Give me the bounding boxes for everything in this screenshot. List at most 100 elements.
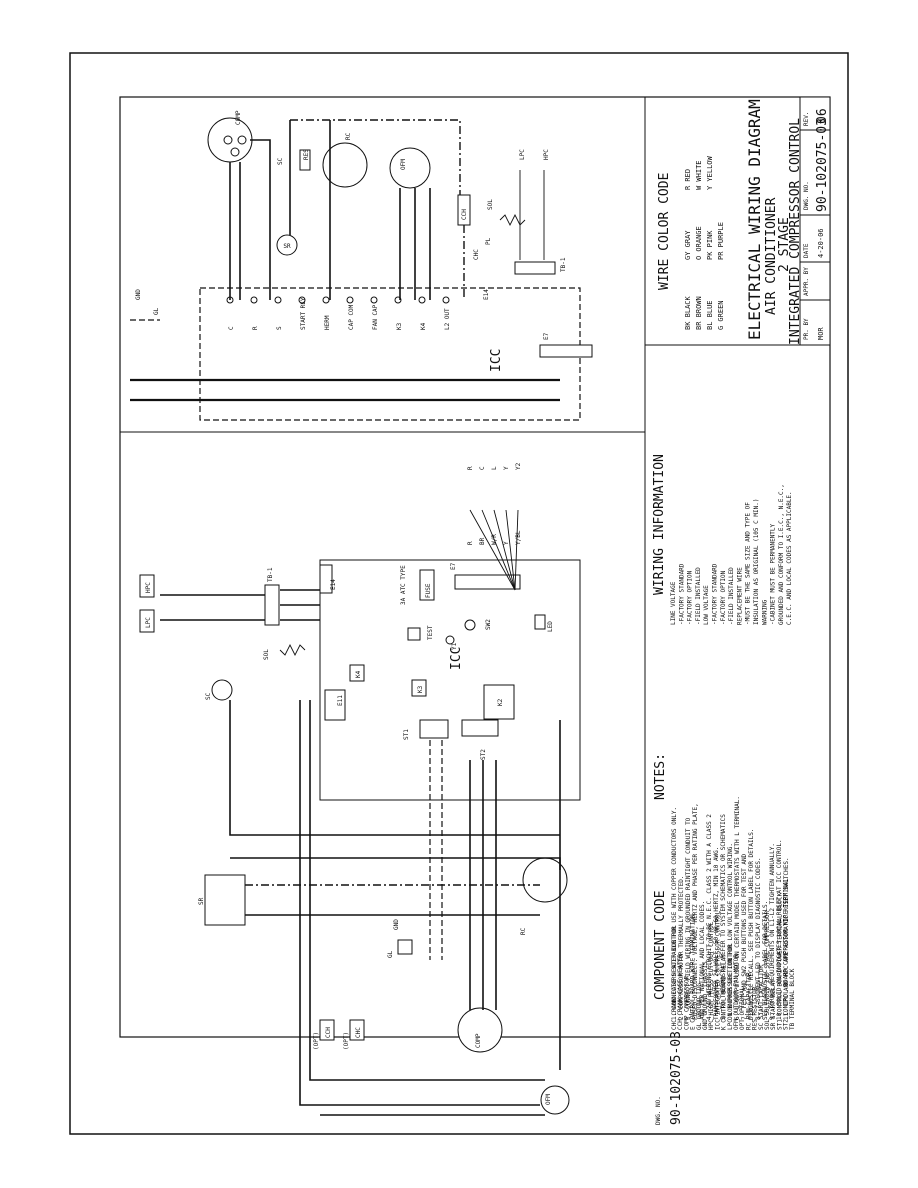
tb1-pictorial xyxy=(264,584,280,626)
wiring-info-line: GROUNDED AND CONFORM TO I.E.C., N.E.C., xyxy=(778,484,785,625)
title-main: ELECTRICAL WIRING DIAGRAM xyxy=(745,99,764,340)
cch-pictorial-label: CCH xyxy=(325,1027,332,1038)
note-line: ON INDOOR SECTION FOR LOW VOLTAGE CONTRO… xyxy=(727,843,734,1020)
k3-label: K3 xyxy=(417,685,424,693)
board-terminal-dot xyxy=(250,296,258,304)
wire-color-entry: BK BLACK xyxy=(684,295,692,330)
sr-symbol xyxy=(276,234,298,256)
ofm-symbol xyxy=(389,147,431,189)
thermostat-term-label: C xyxy=(479,466,486,470)
wiring-info-line: -FACTORY STANDARD xyxy=(712,563,719,625)
wire-bl-ofm xyxy=(299,700,540,1106)
wire-color-code-title: WIRE COLOR CODE xyxy=(657,173,672,290)
thermostat-wire-label: W/R xyxy=(491,534,498,545)
k4-relay xyxy=(349,664,365,682)
sc-pictorial-label: SC xyxy=(205,692,212,700)
board-terminal-label: K4 xyxy=(420,322,427,330)
ofm-label: OFM xyxy=(400,159,407,170)
led-label: LED xyxy=(547,621,554,632)
rev-value: 06 xyxy=(815,108,830,124)
wire-w xyxy=(309,700,545,1081)
prby-label: PR. BY xyxy=(803,318,810,340)
component-entry: ST2 CONTROL BOARD COMPRESSOR WIRE TERMIN… xyxy=(783,878,790,1030)
date-label: DATE xyxy=(803,243,810,258)
note-line: 10. SOLID ON INDICATES LOCAL RESET AT IC… xyxy=(776,839,783,1020)
wiring-info-line: INSULATION AS ORIGINAL (105 C MIN.) xyxy=(753,499,760,625)
thermostat-wire-label: Y xyxy=(503,541,510,545)
prby-value: MOR xyxy=(817,327,825,340)
board-terminal-dot xyxy=(346,296,354,304)
tb1-label: TB-1 xyxy=(560,257,567,272)
note-line: DIAGNOSTIC RECALL. SEE PUSH BUTTON LABEL… xyxy=(748,829,755,1020)
bottom-dwg-label: DWG. NO. xyxy=(655,1096,662,1125)
note-line: 6. L OUTPUT USED ON CERTAIN MODEL THERMO… xyxy=(734,796,741,1020)
k2-relay xyxy=(483,684,515,720)
y1-label: Y1 xyxy=(451,642,458,650)
note-line: 5. TO THERMOSTAT REFER TO SYSTEM SCHEMAT… xyxy=(720,814,727,1020)
wire-color-entry: PR PURPLE xyxy=(717,222,725,260)
wire-color-entry: R RED xyxy=(684,169,692,190)
page-border xyxy=(69,52,849,1135)
y1-indicator xyxy=(445,635,455,645)
board-terminal-dot xyxy=(370,296,378,304)
board-terminal-label: L2 OUT xyxy=(444,308,451,330)
ofm-pictorial xyxy=(540,1085,570,1115)
title-stamp-box xyxy=(799,96,831,346)
hpc-switch-label: HPC xyxy=(145,582,152,593)
wiring-info-title: WIRING INFORMATION xyxy=(652,454,667,595)
board-terminal-label: C xyxy=(228,326,235,330)
wire-color-entry: PK PINK xyxy=(706,230,714,260)
sc-label: SC xyxy=(277,157,284,165)
run-capacitor-symbol xyxy=(322,142,368,188)
comp-pictorial-label: COMP xyxy=(475,1033,482,1048)
component-entry: LPC LOW PRESSURE CONTROL xyxy=(727,943,734,1030)
sr-label: SR xyxy=(283,243,291,250)
sol-label: SOL xyxy=(487,199,494,210)
thermostat-term-label: Y2 xyxy=(515,462,522,470)
thermostat-lead xyxy=(493,509,516,591)
opt1-label: (OPT) xyxy=(313,1032,320,1050)
icc-label: ICC xyxy=(489,349,504,372)
wire-r-1 xyxy=(230,857,561,870)
title-block: ELECTRICAL WIRING DIAGRAM AIR CONDITIONE… xyxy=(745,96,831,346)
sw2-label: SW2 xyxy=(485,619,492,630)
note-line: 11. LPC AND HPC ARE AUTOMATIC RESET SWIT… xyxy=(783,857,790,1020)
board-terminal-dot xyxy=(442,296,450,304)
k4-label: K4 xyxy=(355,670,362,678)
component-entry: GL GROUND LUG xyxy=(696,983,703,1030)
dwg-label: DWG. NO. xyxy=(803,181,810,210)
comp-label: COMP xyxy=(235,110,242,125)
dwg-value: 90-102075-03 xyxy=(815,118,830,212)
component-entry: OFM OUTDOOR FAN MOTOR xyxy=(733,954,740,1030)
k2-label: K2 xyxy=(497,698,504,706)
resistor-symbol xyxy=(299,149,311,171)
component-entry: ST1 CONTROL BOARD POWER TERMINAL BLOCK xyxy=(776,892,783,1030)
hpc-label: HPC xyxy=(543,149,550,160)
sol-pictorial-label: SOL xyxy=(263,649,270,660)
sr-pictorial xyxy=(204,874,246,926)
component-entry: HPC HIGH PRESS CUT-OUT CONTROL xyxy=(708,921,715,1030)
wiring-information: WIRING INFORMATION LINE VOLTAGE-FACTORY … xyxy=(652,454,793,625)
e11-connector xyxy=(324,689,346,721)
wiring-info-line: -FIELD INSTALLED xyxy=(728,567,735,625)
hpc-switch xyxy=(139,574,155,598)
board-terminal-dot xyxy=(274,296,282,304)
lpc-switch xyxy=(139,609,155,633)
ofm-pictorial-label: OFM xyxy=(545,1094,552,1105)
thermostat-wire-label: BR xyxy=(479,537,486,545)
component-entry: ICC INTEGRATED COMPRESSOR CONTROL xyxy=(714,910,721,1030)
gl-pictorial-label: GL xyxy=(387,950,394,958)
component-entry: SC START CAPACITOR xyxy=(758,965,765,1030)
atc-label: 3A ATC TYPE xyxy=(400,565,407,605)
note-line: 9. TORQUE REQUIREMENTS ON L1-L2 TIGHTEN … xyxy=(769,843,776,1020)
thermostat-wire-label: R xyxy=(467,541,474,545)
thermostat-wire-label: Y/BL xyxy=(515,530,522,545)
thermostat-term-label: L xyxy=(491,466,498,470)
rev-label: REV. xyxy=(803,112,810,126)
component-entry: RC RUN CAPACITOR xyxy=(745,972,752,1030)
note-line: 2. COMPRESSOR MOTOR THERMALLY PROTECTED. xyxy=(678,876,685,1021)
